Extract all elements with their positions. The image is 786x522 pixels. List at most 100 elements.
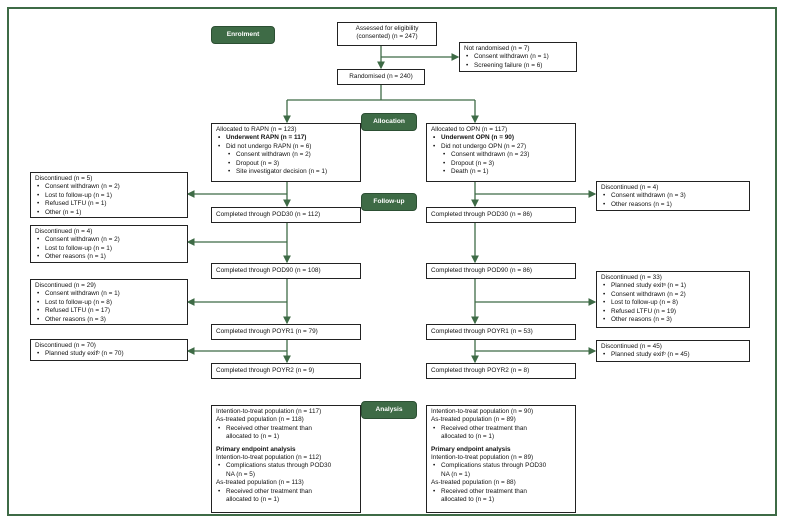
discontinued-title: Discontinued (n = 5) (35, 175, 93, 182)
list-item-line: allocated to (n = 1) (226, 433, 280, 441)
assessed-line2: (consented) (n = 247) (356, 33, 418, 41)
left-discontinued-2: Discontinued (n = 4) Consent withdrawn (… (30, 225, 188, 263)
right-discontinued-2: Discontinued (n = 33) Planned study exit… (596, 271, 750, 328)
list-item: Underwent RAPN (n = 117) (216, 134, 356, 143)
stage-analysis: Analysis (361, 401, 417, 419)
list-item: Consent withdrawn (n = 2) (216, 151, 356, 160)
stage-followup: Follow-up (361, 193, 417, 211)
list-item-line: Received other treatment than (226, 487, 312, 495)
list-item: Other reasons (n = 3) (35, 316, 183, 325)
opn-completed-poyr1: Completed through POYR1 (n = 53) (426, 324, 576, 340)
rapn-itt2: Intention-to-treat population (n = 112) (216, 454, 322, 462)
list-item: Other reasons (n = 1) (35, 253, 183, 262)
list-item-line: allocated to (n = 1) (441, 433, 495, 441)
stage-allocation: Allocation (361, 113, 417, 131)
list-item: Lost to follow-up (n = 8) (601, 299, 745, 308)
opn-completed-poyr2-label: Completed through POYR2 (n = 8) (431, 367, 530, 374)
rapn-primary-endpoint: Primary endpoint analysis (216, 445, 296, 453)
left-discontinued-4: Discontinued (n = 70) Planned study exit… (30, 339, 188, 361)
discontinued-title: Discontinued (n = 33) (601, 274, 662, 281)
opn-completed-pod90-label: Completed through POD90 (n = 86) (431, 267, 533, 274)
rapn-at: As-treated population (n = 118) (216, 416, 304, 424)
rapn-itt: Intention-to-treat population (n = 117) (216, 408, 322, 415)
opn-analysis-box: Intention-to-treat population (n = 90) A… (426, 405, 576, 513)
opn-itt: Intention-to-treat population (n = 90) (431, 408, 534, 415)
rapn-at2: As-treated population (n = 113) (216, 479, 304, 487)
list-item: Site investigator decision (n = 1) (216, 168, 356, 177)
opn-itt2: Intention-to-treat population (n = 89) (431, 454, 534, 462)
stage-enrolment: Enrolment (211, 26, 275, 44)
list-item: Screening failure (n = 6) (464, 62, 572, 71)
list-item: Refused LTFU (n = 19) (601, 308, 745, 317)
list-item: Refused LTFU (n = 17) (35, 307, 183, 316)
discontinued-title: Discontinued (n = 29) (35, 282, 96, 289)
list-item: Consent withdrawn (n = 2) (35, 183, 183, 192)
list-item: Consent withdrawn (n = 3) (601, 192, 745, 201)
list-item: Planned study exitᵃ (n = 1) (601, 282, 745, 291)
rapn-allocation-box: Allocated to RAPN (n = 123) Underwent RA… (211, 123, 361, 182)
rapn-completed-poyr2-label: Completed through POYR2 (n = 9) (216, 367, 315, 374)
rapn-completed-poyr1: Completed through POYR1 (n = 79) (211, 324, 361, 340)
opn-at: As-treated population (n = 89) (431, 416, 516, 424)
rapn-completed-pod90-label: Completed through POD90 (n = 108) (216, 267, 321, 274)
discontinued-title: Discontinued (n = 70) (35, 342, 96, 349)
list-item: Lost to follow-up (n = 8) (35, 299, 183, 308)
list-item: Refused LTFU (n = 1) (35, 200, 183, 209)
list-item-line: Received other treatment than (441, 424, 527, 432)
list-item: Consent withdrawn (n = 1) (464, 53, 572, 62)
list-item: Death (n = 1) (431, 168, 571, 177)
list-item-line: Complications status through POD30 (441, 462, 547, 470)
opn-completed-poyr1-label: Completed through POYR1 (n = 53) (431, 328, 533, 335)
list-item-line: Received other treatment than (441, 487, 527, 495)
rapn-completed-pod30: Completed through POD30 (n = 112) (211, 207, 361, 223)
not-randomised-box: Not randomised (n = 7) Consent withdrawn… (459, 42, 577, 72)
randomised-label: Randomised (n = 240) (349, 73, 413, 80)
not-randomised-title: Not randomised (n = 7) (464, 45, 530, 52)
list-item: Underwent OPN (n = 90) (431, 134, 571, 143)
opn-completed-pod30-label: Completed through POD30 (n = 86) (431, 211, 533, 218)
opn-completed-pod90: Completed through POD90 (n = 86) (426, 263, 576, 279)
list-item-line: Received other treatment than (226, 424, 312, 432)
discontinued-title: Discontinued (n = 4) (601, 184, 659, 191)
list-item-line: allocated to (n = 1) (226, 496, 280, 504)
list-item: Consent withdrawn (n = 1) (35, 290, 183, 299)
list-item: Planned study exitᵇ (n = 45) (601, 351, 745, 360)
discontinued-title: Discontinued (n = 4) (35, 228, 93, 235)
list-item: Did not undergo RAPN (n = 6) (216, 143, 356, 152)
right-discontinued-3: Discontinued (n = 45) Planned study exit… (596, 340, 750, 362)
discontinued-title: Discontinued (n = 45) (601, 343, 662, 350)
assessed-box: Assessed for eligibility (consented) (n … (337, 22, 437, 46)
assessed-line1: Assessed for eligibility (355, 25, 419, 32)
list-item-line: NA (n = 1) (441, 470, 470, 478)
rapn-completed-poyr1-label: Completed through POYR1 (n = 79) (216, 328, 318, 335)
left-discontinued-1: Discontinued (n = 5) Consent withdrawn (… (30, 172, 188, 218)
list-item: Planned study exitᵇ (n = 70) (35, 350, 183, 359)
rapn-analysis-box: Intention-to-treat population (n = 117) … (211, 405, 361, 513)
opn-at2: As-treated population (n = 88) (431, 479, 516, 487)
opn-completed-pod30: Completed through POD30 (n = 86) (426, 207, 576, 223)
list-item-line: Complications status through POD30 (226, 462, 332, 470)
opn-allocation-box: Allocated to OPN (n = 117) Underwent OPN… (426, 123, 576, 182)
randomised-box: Randomised (n = 240) (337, 69, 425, 85)
opn-completed-poyr2: Completed through POYR2 (n = 8) (426, 363, 576, 379)
list-item: Consent withdrawn (n = 2) (35, 236, 183, 245)
opn-primary-endpoint: Primary endpoint analysis (431, 445, 511, 453)
list-item: Other reasons (n = 3) (601, 316, 745, 325)
rapn-completed-pod30-label: Completed through POD30 (n = 112) (216, 211, 321, 218)
list-item: Other (n = 1) (35, 209, 183, 218)
list-item: Did not undergo OPN (n = 27) (431, 143, 571, 152)
opn-allocation-title: Allocated to OPN (n = 117) (431, 126, 508, 133)
left-discontinued-3: Discontinued (n = 29) Consent withdrawn … (30, 279, 188, 325)
rapn-allocation-title: Allocated to RAPN (n = 123) (216, 126, 297, 133)
list-item: Consent withdrawn (n = 23) (431, 151, 571, 160)
list-item: Dropout (n = 3) (216, 160, 356, 169)
list-item: Dropout (n = 3) (431, 160, 571, 169)
list-item-line: NA (n = 5) (226, 470, 255, 478)
